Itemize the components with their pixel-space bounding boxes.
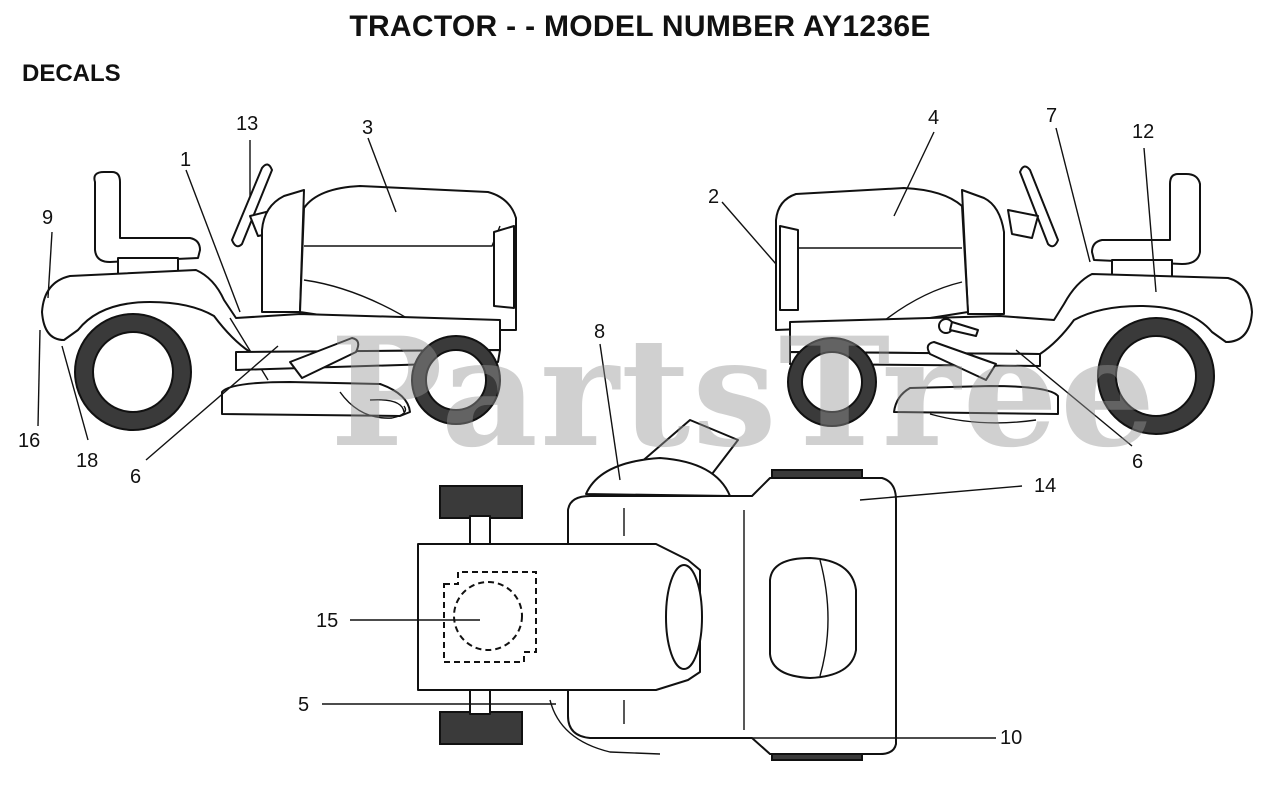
decal-15-outline [443, 571, 537, 663]
callout-14: 14 [1034, 475, 1056, 497]
callout-16: 16 [18, 430, 40, 452]
axle-upper [469, 515, 491, 547]
tractor-left-side-view [41, 163, 517, 431]
rear-fender-left [41, 269, 501, 353]
callout-9: 9 [42, 207, 53, 229]
pedal-right [926, 341, 997, 381]
grille-right [779, 225, 799, 311]
front-tire-top-lower [439, 711, 523, 745]
grille-left [493, 225, 515, 309]
section-title: DECALS [22, 60, 121, 87]
callout-8: 8 [594, 321, 605, 343]
front-tire-top-upper [439, 485, 523, 519]
callout-2: 2 [708, 186, 719, 208]
decal-15-circle [453, 581, 523, 651]
dash-panel-left [261, 189, 305, 313]
callout-6-left: 6 [130, 466, 141, 488]
pedal-left [289, 337, 360, 379]
dash-panel-right [961, 189, 1005, 315]
deck-top-upper [585, 457, 731, 497]
tractor-right-side-view [775, 165, 1253, 435]
mower-deck-left [221, 381, 411, 417]
callout-labels: 1 2 3 4 5 6 6 7 8 9 10 12 13 14 15 16 18 [18, 105, 1154, 749]
hood-left [299, 185, 517, 331]
leader-lines [37, 127, 1157, 739]
callout-12: 12 [1132, 121, 1154, 143]
watermark: PartsTree [330, 305, 1158, 481]
mower-deck-right [893, 385, 1059, 415]
steering-wheel-right [1019, 165, 1059, 248]
callout-15: 15 [316, 610, 338, 632]
steering-column-right [1007, 209, 1039, 239]
tractor-top-view [417, 419, 897, 761]
steering-wheel-left [231, 163, 273, 248]
callout-1: 1 [180, 149, 191, 171]
front-hub-left [425, 349, 487, 411]
seat-right [1091, 173, 1201, 265]
rear-hub-right [1115, 335, 1197, 417]
seat-top [769, 557, 857, 679]
front-hub-right [801, 351, 863, 413]
page-title: TRACTOR - - MODEL NUMBER AY1236E [349, 10, 931, 43]
dash-top [665, 564, 703, 670]
callout-7: 7 [1046, 105, 1057, 127]
callout-13: 13 [236, 113, 258, 135]
callout-4: 4 [928, 107, 939, 129]
lever-right [949, 321, 979, 337]
hood-right [775, 187, 969, 331]
callout-6-right: 6 [1132, 451, 1143, 473]
callout-5: 5 [298, 694, 309, 716]
hood-top [417, 543, 701, 691]
seat-left [93, 171, 201, 263]
rear-hub-left [92, 331, 174, 413]
rear-fender-right [789, 273, 1253, 355]
callout-3: 3 [362, 117, 373, 139]
callout-10: 10 [1000, 727, 1022, 749]
callout-18: 18 [76, 450, 98, 472]
